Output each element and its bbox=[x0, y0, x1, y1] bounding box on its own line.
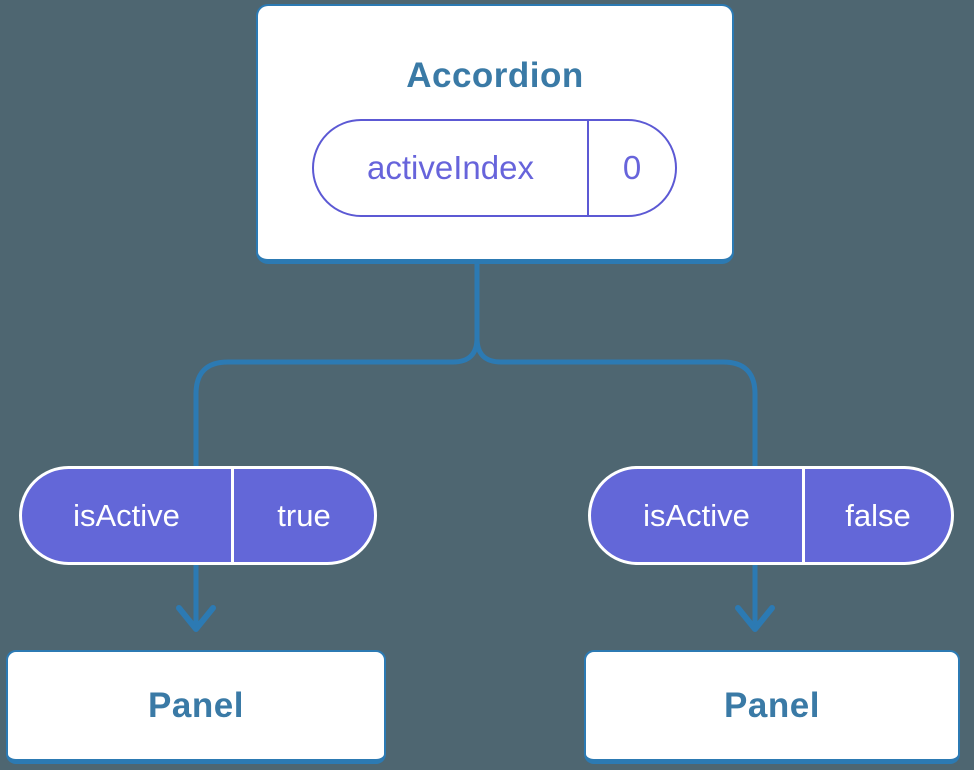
panel-component-card-right: Panel bbox=[584, 650, 960, 764]
state-value-label: 0 bbox=[622, 149, 642, 186]
state-name-label: activeIndex bbox=[367, 149, 534, 186]
prop-name-label: isActive bbox=[643, 497, 750, 533]
left-arrowhead-icon bbox=[176, 605, 216, 632]
right-branch-connector bbox=[474, 337, 758, 466]
accordion-title: Accordion bbox=[406, 56, 584, 95]
right-arrowhead-icon bbox=[735, 605, 775, 632]
panel-title: Panel bbox=[148, 685, 244, 725]
state-pill-activeindex: activeIndex 0 bbox=[312, 119, 677, 217]
prop-pill-isactive-false: isActive false bbox=[588, 466, 954, 565]
left-branch-connector bbox=[193, 337, 480, 466]
state-pill-divider bbox=[587, 121, 589, 215]
prop-pill-divider bbox=[802, 469, 805, 562]
prop-value-label: true bbox=[277, 497, 331, 533]
prop-value-label: false bbox=[845, 497, 911, 533]
prop-name-label: isActive bbox=[73, 497, 180, 533]
panel-component-card-left: Panel bbox=[6, 650, 386, 764]
prop-pill-isactive-true: isActive true bbox=[19, 466, 377, 565]
panel-title: Panel bbox=[724, 685, 820, 725]
prop-pill-divider bbox=[231, 469, 234, 562]
accordion-component-card: Accordion activeIndex 0 bbox=[256, 4, 734, 264]
